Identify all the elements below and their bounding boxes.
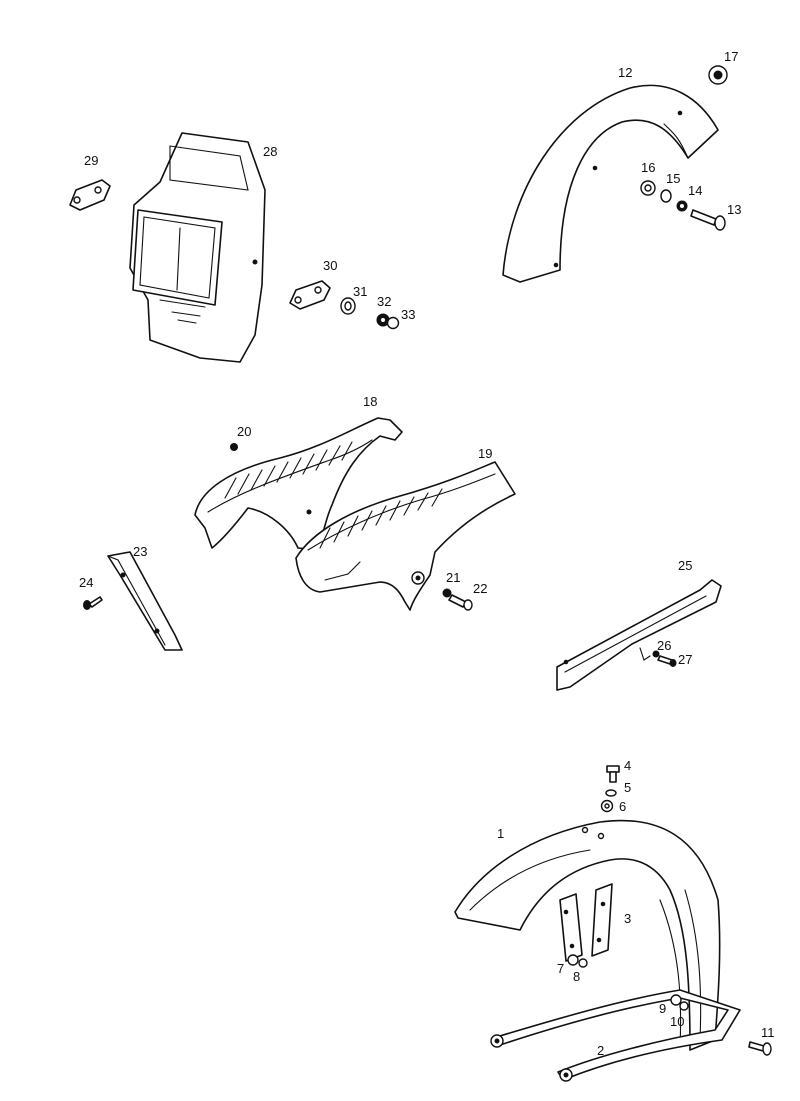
callout-27: 27 [678,652,692,667]
callout-18: 18 [363,394,377,409]
part-27-screw [657,655,677,667]
part-31-rubber-grommet [340,297,356,315]
callout-3: 3 [624,911,631,926]
part-2-lower-stay [490,989,741,1082]
part-24-screw [83,596,103,610]
callout-2: 2 [597,1043,604,1058]
part-10-washer [679,1001,689,1011]
part-12-rear-mudguard [502,84,719,283]
part-22-bolt [448,594,473,611]
callout-33: 33 [401,307,415,322]
callout-25: 25 [678,558,692,573]
callout-26: 26 [657,638,671,653]
part-26-washer [652,650,660,658]
callout-13: 13 [727,202,741,217]
part-28-headlight-fairing [129,132,266,363]
callout-labels: 1 2 3 4 5 6 7 8 9 10 11 12 13 14 15 16 1… [79,49,775,1058]
callout-7: 7 [557,961,564,976]
part-7-nut [567,954,579,966]
callout-10: 10 [670,1014,684,1029]
callout-19: 19 [478,446,492,461]
callout-17: 17 [724,49,738,64]
callout-24: 24 [79,575,93,590]
part-16-nut [640,180,656,196]
part-23-support-bracket [107,551,183,651]
callout-4: 4 [624,758,631,773]
part-5-washer [605,789,617,797]
part-30-bracket [289,280,331,310]
part-15-washer [660,189,672,203]
callout-6: 6 [619,799,626,814]
part-33-nut [386,316,400,330]
callout-16: 16 [641,160,655,175]
callout-28: 28 [263,144,277,159]
callout-11: 11 [761,1025,775,1040]
callout-21: 21 [446,570,460,585]
part-4-bolt [606,765,620,783]
part-13-bolt [690,209,726,231]
part-8-washer [578,958,588,968]
part-14-lock-washer [676,200,688,212]
callout-32: 32 [377,294,391,309]
callout-15: 15 [666,171,680,186]
part-21-washer [442,588,452,598]
callout-22: 22 [473,581,487,596]
callout-12: 12 [618,65,632,80]
callout-20: 20 [237,424,251,439]
callout-29: 29 [84,153,98,168]
part-3-mudguard-stay [559,883,613,962]
part-20-nut [230,443,238,451]
part-29-bracket [69,179,111,211]
part-11-bolt [748,1041,772,1056]
callout-5: 5 [624,780,631,795]
part-9-nut [670,994,682,1006]
callout-30: 30 [323,258,337,273]
part-19-right-side-panel [295,461,516,611]
callout-31: 31 [353,284,367,299]
part-25-rear-bracket [556,579,722,691]
callout-23: 23 [133,544,147,559]
callout-14: 14 [688,183,702,198]
part-6-nut [600,799,614,813]
part-18-left-side-panel [194,417,403,551]
callout-8: 8 [573,969,580,984]
part-17-rubber-grommet [708,65,728,85]
callout-1: 1 [497,826,504,841]
callout-9: 9 [659,1001,666,1016]
